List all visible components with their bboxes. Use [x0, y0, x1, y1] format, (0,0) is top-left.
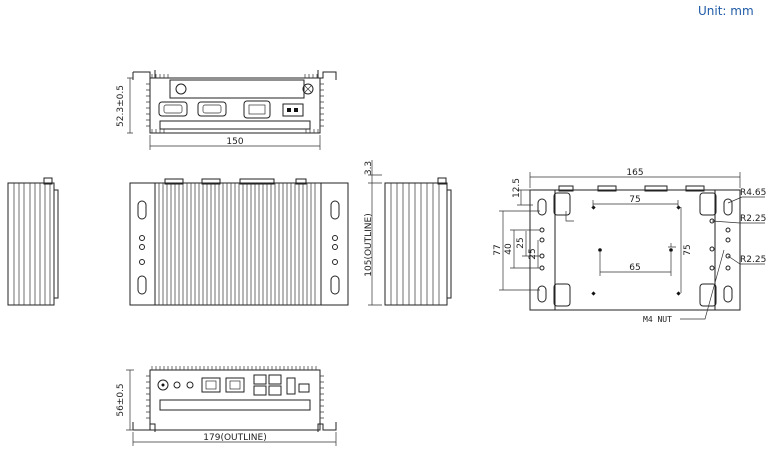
bottom-hole-w-label: 75 [629, 195, 640, 205]
bottom-left-77-label: 77 [493, 244, 503, 255]
unit-label: Unit: mm [698, 4, 754, 18]
m4-nut-label: M4 NUT [643, 315, 672, 324]
bottom-view: 75 65 75 165 12.5 77 40 25 25 R4.65 R2.2… [493, 168, 766, 324]
radius-r3-label: R2.25 [740, 255, 766, 265]
rear-view: 56±0.5 179(OUTLINE) [116, 366, 337, 446]
bottom-inner-w-label: 65 [629, 263, 640, 273]
top-view [129, 178, 349, 306]
bottom-left-40-label: 40 [504, 243, 514, 255]
side-height-label: 105(OUTLINE) [364, 213, 374, 276]
bottom-hole-h-label: 75 [683, 244, 693, 255]
rear-fins [146, 366, 324, 419]
left-side-view [7, 177, 59, 306]
rear-width-label: 179(OUTLINE) [203, 433, 266, 443]
top-fins [158, 183, 316, 305]
front-height-label: 52.3±0.5 [116, 85, 126, 127]
front-view: 52.3±0.5 150 [116, 70, 337, 150]
bottom-left-25-label: 25 [516, 237, 526, 248]
radius-r1-label: R4.65 [740, 188, 766, 198]
front-fins [146, 74, 324, 133]
side-top-label: 3.3 [364, 161, 374, 175]
front-width-label: 150 [226, 137, 243, 147]
bottom-top-offset-label: 12.5 [512, 178, 522, 198]
bottom-left-25b-label: 25 [528, 248, 538, 259]
bottom-width-label: 165 [626, 168, 643, 178]
radius-r2-label: R2.25 [740, 214, 766, 224]
rear-height-label: 56±0.5 [116, 383, 126, 416]
right-side-view: 3.3 105(OUTLINE) [364, 160, 452, 306]
